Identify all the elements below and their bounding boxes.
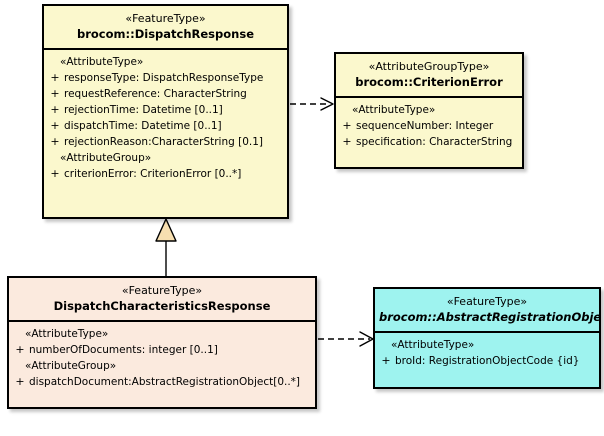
attribute-signature: requestReference: CharacterString: [64, 88, 247, 100]
generalization-dispatchcharacteristics-dispatchresponse: [155, 218, 177, 276]
dependency-dispatchcharacteristics-abstractregistrationobject: [318, 331, 374, 347]
attribute-visibility: +: [50, 167, 60, 180]
attribute-group-label: «AttributeType»: [352, 104, 436, 116]
attribute-row: + dispatchDocument:AbstractRegistrationO…: [11, 374, 313, 390]
attribute-signature: responseType: DispatchResponseType: [64, 72, 264, 84]
attribute-visibility: +: [15, 343, 25, 356]
attribute-row: + rejectionReason:CharacterString [0.1]: [46, 134, 285, 150]
class-attributes-compartment: «AttributeType» + sequenceNumber: Intege…: [336, 98, 522, 154]
attribute-visibility: +: [342, 119, 352, 132]
attribute-signature: sequenceNumber: Integer: [356, 120, 494, 132]
class-attributes-compartment: «AttributeType» + broId: RegistrationObj…: [375, 333, 599, 373]
attribute-signature: dispatchDocument:AbstractRegistrationObj…: [29, 376, 301, 388]
class-stereotype: «AttributeGroupType»: [368, 60, 490, 73]
attribute-row: + responseType: DispatchResponseType: [46, 70, 285, 86]
class-name: brocom::DispatchResponse: [77, 27, 254, 41]
class-box-dispatch-characteristics-response[interactable]: «FeatureType» DispatchCharacteristicsRes…: [7, 276, 317, 409]
class-name: brocom::CriterionError: [355, 75, 503, 89]
class-box-abstract-registration-object[interactable]: «FeatureType» brocom::AbstractRegistrati…: [373, 287, 601, 389]
attribute-signature: rejectionTime: Datetime [0..1]: [64, 104, 223, 116]
attribute-visibility: +: [50, 119, 60, 132]
class-stereotype: «FeatureType»: [125, 12, 206, 25]
attribute-group-label: «AttributeGroup»: [60, 152, 152, 164]
attribute-visibility: +: [50, 71, 60, 84]
class-header: «FeatureType» brocom::AbstractRegistrati…: [375, 289, 599, 333]
class-box-criterion-error[interactable]: «AttributeGroupType» brocom::CriterionEr…: [334, 52, 524, 169]
attribute-row: + dispatchTime: Datetime [0..1]: [46, 118, 285, 134]
attribute-group-label: «AttributeType»: [60, 56, 144, 68]
class-box-dispatch-response[interactable]: «FeatureType» brocom::DispatchResponse «…: [42, 4, 289, 219]
attribute-row: + sequenceNumber: Integer: [338, 118, 520, 134]
attribute-group-label: «AttributeType»: [25, 328, 109, 340]
class-header: «AttributeGroupType» brocom::CriterionEr…: [336, 54, 522, 98]
attribute-visibility: +: [50, 87, 60, 100]
attribute-row: + numberOfDocuments: integer [0..1]: [11, 342, 313, 358]
attribute-row: + rejectionTime: Datetime [0..1]: [46, 102, 285, 118]
attribute-row: + broId: RegistrationObjectCode {id}: [377, 353, 597, 369]
dependency-dispatchresponse-criterionerror: [290, 97, 334, 111]
class-name: brocom::AbstractRegistrationObject: [379, 310, 601, 324]
attribute-row: + specification: CharacterString: [338, 134, 520, 150]
open-arrowhead: [359, 331, 374, 347]
attribute-visibility: +: [50, 103, 60, 116]
class-stereotype: «FeatureType»: [446, 295, 528, 308]
attribute-visibility: +: [15, 375, 25, 388]
attribute-group-label: «AttributeType»: [391, 339, 475, 351]
attribute-signature: dispatchTime: Datetime [0..1]: [64, 120, 222, 132]
attribute-signature: numberOfDocuments: integer [0..1]: [29, 344, 218, 356]
attribute-signature: rejectionReason:CharacterString [0.1]: [64, 136, 264, 148]
attribute-signature: specification: CharacterString: [356, 136, 513, 148]
attribute-signature: broId: RegistrationObjectCode {id}: [395, 355, 580, 367]
attribute-group-label: «AttributeGroup»: [25, 360, 117, 372]
attribute-row: + requestReference: CharacterString: [46, 86, 285, 102]
class-attributes-compartment: «AttributeType» + numberOfDocuments: int…: [9, 322, 315, 394]
class-attributes-compartment: «AttributeType» + responseType: Dispatch…: [44, 50, 287, 186]
class-stereotype: «FeatureType»: [121, 284, 203, 297]
open-arrowhead: [320, 97, 334, 111]
attribute-visibility: +: [381, 354, 391, 367]
attribute-signature: criterionError: CriterionError [0..*]: [64, 168, 242, 180]
hollow-triangle-arrowhead: [155, 218, 177, 242]
attribute-row: + criterionError: CriterionError [0..*]: [46, 166, 285, 182]
attribute-visibility: +: [50, 135, 60, 148]
class-header: «FeatureType» brocom::DispatchResponse: [44, 6, 287, 50]
class-header: «FeatureType» DispatchCharacteristicsRes…: [9, 278, 315, 322]
attribute-visibility: +: [342, 135, 352, 148]
class-name: DispatchCharacteristicsResponse: [53, 299, 271, 313]
